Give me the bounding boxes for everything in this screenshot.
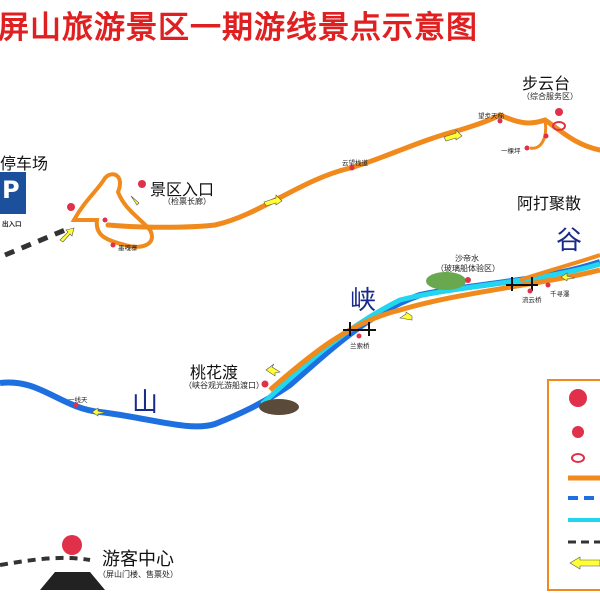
- road-dashed: [4, 227, 66, 258]
- wangbu-label: 望步天梯: [478, 112, 504, 120]
- visitor-center-sub: （屏山门楼、售票处）: [98, 570, 178, 579]
- legend-box: [547, 379, 600, 591]
- bridge-icon: [506, 277, 538, 291]
- yixiantian-label: 一线天: [68, 396, 88, 404]
- walk-route-lower: [268, 267, 600, 392]
- canyon-char-xia: 峡: [350, 286, 377, 316]
- canyon-char-gu: 谷: [556, 226, 583, 256]
- boat-route: [260, 261, 600, 406]
- canyon-char-shan: 山: [132, 388, 159, 418]
- gate-icon: [40, 572, 105, 590]
- walk-route-east: [519, 253, 600, 282]
- parking-label: 停车场: [0, 154, 49, 173]
- mogazhai-label: 墨嘎寨: [118, 244, 138, 252]
- glass-boat-photo: [426, 272, 466, 290]
- ferry-photo: [259, 399, 299, 415]
- shadishui-sub: （玻璃船体验区）: [436, 264, 500, 273]
- taohuadu-sub: （峡谷观光游船渡口）: [184, 381, 264, 390]
- adaju-label: 阿打聚散: [517, 194, 582, 213]
- buyuntai-ring: [552, 121, 566, 131]
- svg-text:P: P: [2, 176, 20, 204]
- direction-arrows: [59, 129, 576, 417]
- lansuoqiao-label: 兰索桥: [350, 342, 370, 350]
- buyuntai-name: 步云台: [522, 74, 571, 93]
- parking-sign: [0, 172, 26, 214]
- legend-symbols: [568, 389, 600, 570]
- exit-label: 出入口: [2, 220, 22, 228]
- walk-route-branch: [529, 119, 548, 150]
- taohuadu-name: 桃花渡: [190, 363, 239, 382]
- bridge-icon: [343, 322, 376, 336]
- yikeping-label: 一棵坪: [501, 147, 521, 155]
- liuyunqiao-label: 流云桥: [522, 296, 542, 304]
- map-title: 屏山旅游景区一期游线景点示意图: [0, 10, 478, 46]
- yunwang-label: 云望栈道: [342, 159, 368, 167]
- entrance-name: 景区入口: [150, 180, 215, 199]
- qianxunpu-label: 千寻瀑: [550, 290, 570, 298]
- walk-route-loop: [70, 172, 154, 249]
- buyuntai-sub: （综合服务区）: [522, 92, 578, 101]
- entrance-sub: （检票长廊）: [163, 197, 211, 206]
- shadishui-name: 沙帝水: [455, 254, 479, 263]
- marker-icons: [62, 108, 563, 555]
- visitor-center-name: 游客中心: [102, 549, 174, 570]
- road-dashed-bottom: [0, 555, 91, 567]
